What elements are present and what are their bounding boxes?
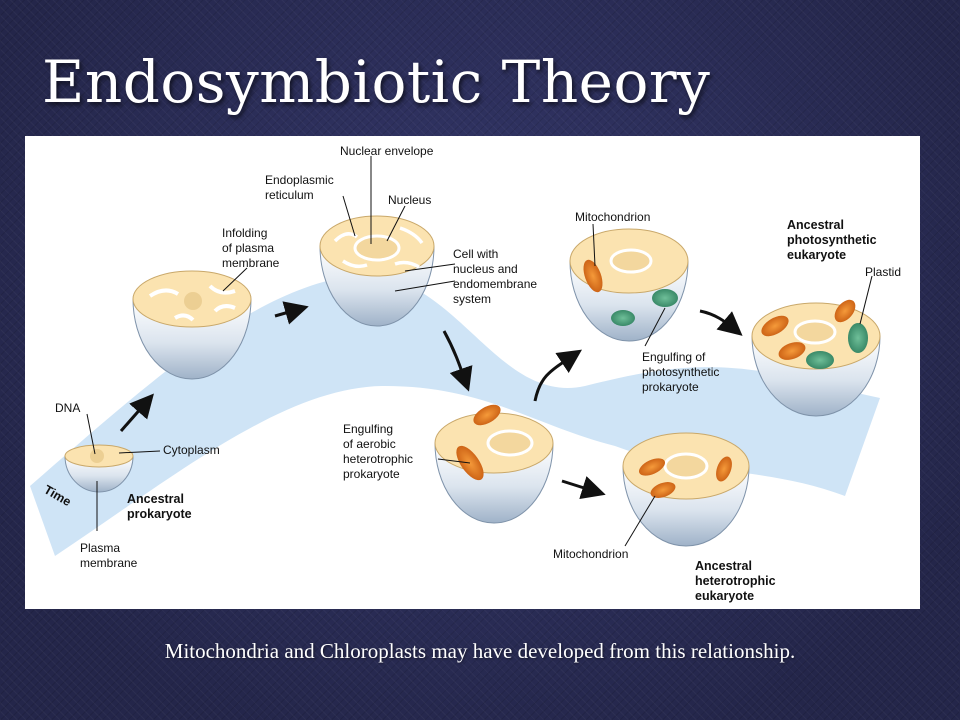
label-engulfing-aerobic-1: Engulfing (343, 422, 393, 436)
label-nucleus: Nucleus (388, 193, 431, 207)
cell-engulfing-photosynthetic (569, 228, 689, 342)
label-ancestral-prokaryote-2: prokaryote (127, 507, 192, 521)
label-mitochondrion-top: Mitochondrion (575, 210, 650, 224)
slide-title: Endosymbiotic Theory (42, 48, 711, 116)
label-cell-with-nucleus-3: endomembrane (453, 277, 537, 291)
label-ancestral-hetero-1: Ancestral (695, 559, 752, 573)
label-ancestral-hetero-3: eukaryote (695, 589, 754, 603)
label-plastid: Plastid (865, 265, 901, 279)
process-arrows (119, 301, 743, 500)
label-ancestral-photo-2: photosynthetic (787, 233, 877, 247)
cell-ancestral-prokaryote (64, 444, 134, 493)
label-engulfing-aerobic-3: heterotrophic (343, 452, 413, 466)
label-ancestral-photo-3: eukaryote (787, 248, 846, 262)
cell-ancestral-photosynthetic (751, 299, 881, 417)
label-engulfing-photo-3: prokaryote (642, 380, 699, 394)
label-er-2: reticulum (265, 188, 314, 202)
label-ancestral-hetero-2: heterotrophic (695, 574, 776, 588)
label-plasma-membrane-2: membrane (80, 556, 138, 570)
label-ancestral-photo-1: Ancestral (787, 218, 844, 232)
slide-caption: Mitochondria and Chloroplasts may have d… (164, 639, 796, 663)
label-engulfing-aerobic-4: prokaryote (343, 467, 400, 481)
label-infolding-3: membrane (222, 256, 280, 270)
label-engulfing-photo-1: Engulfing of (642, 350, 706, 364)
cell-infolding (132, 270, 252, 380)
label-cell-with-nucleus-4: system (453, 292, 491, 306)
endosymbiosis-diagram: Time DNA Cytoplasm Plasma membrane Ances… (25, 136, 920, 609)
label-cell-with-nucleus-1: Cell with (453, 247, 498, 261)
cell-nucleus (319, 215, 435, 327)
label-ancestral-prokaryote-1: Ancestral (127, 492, 184, 506)
label-nuclear-envelope: Nuclear envelope (340, 144, 434, 158)
label-plasma-membrane-1: Plasma (80, 541, 120, 555)
leader-lines (86, 156, 873, 547)
label-engulfing-photo-2: photosynthetic (642, 365, 719, 379)
label-mitochondrion-bottom: Mitochondrion (553, 547, 628, 561)
label-dna: DNA (55, 401, 80, 415)
cell-ancestral-heterotrophic (622, 432, 750, 547)
label-cell-with-nucleus-2: nucleus and (453, 262, 518, 276)
time-band (30, 275, 880, 556)
label-infolding-2: of plasma (222, 241, 274, 255)
label-er-1: Endoplasmic (265, 173, 334, 187)
diagram-canvas: Time DNA Cytoplasm Plasma membrane Ances… (30, 144, 901, 603)
label-cytoplasm: Cytoplasm (163, 443, 220, 457)
label-infolding-1: Infolding (222, 226, 267, 240)
label-engulfing-aerobic-2: of aerobic (343, 437, 396, 451)
